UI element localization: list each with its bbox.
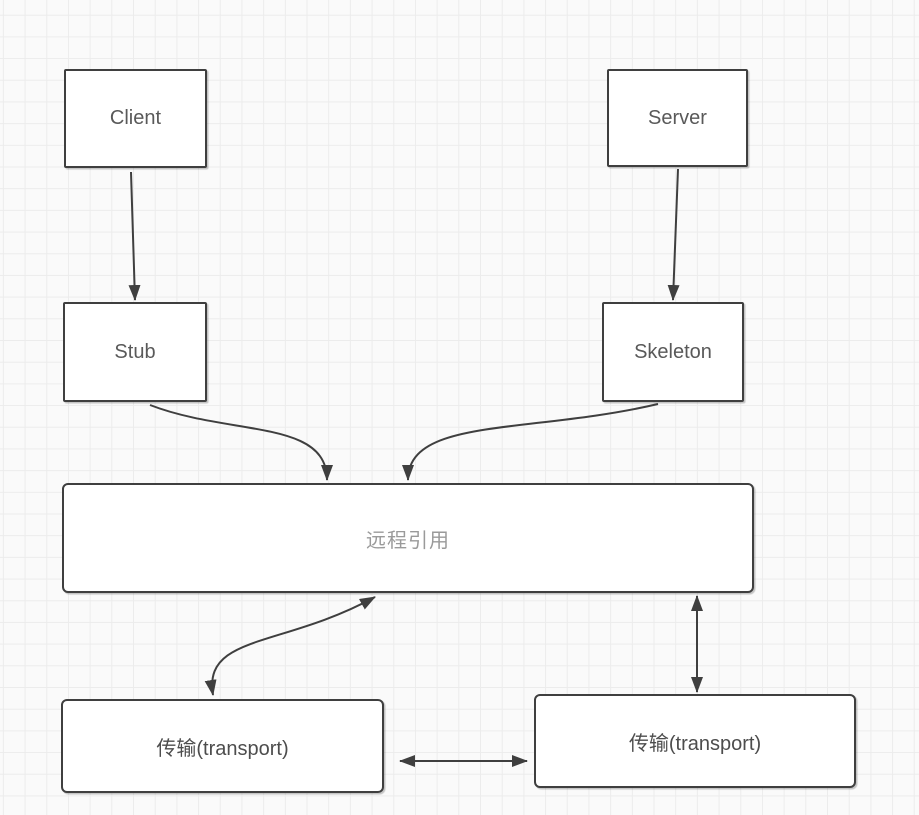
node-stub-label: Stub [114, 340, 156, 363]
edge-stub-remote-reference[interactable] [149, 404, 333, 481]
node-transport-left[interactable]: 传输(transport) [61, 699, 384, 793]
edge-server-skeleton[interactable] [667, 168, 680, 301]
node-server-label: Server [648, 106, 707, 129]
node-transport-right[interactable]: 传输(transport) [534, 694, 856, 788]
node-transport-left-label: 传输(transport) [156, 737, 289, 760]
node-skeleton[interactable]: Skeleton [602, 302, 744, 402]
node-remote-reference[interactable]: 远程引用 [62, 483, 754, 593]
edge-skeleton-remote-reference[interactable] [402, 403, 659, 481]
node-transport-right-label: 传输(transport) [628, 732, 762, 755]
edge-remote-reference-transport-left[interactable] [204, 596, 376, 696]
node-skeleton-label: Skeleton [634, 340, 712, 363]
node-stub[interactable]: Stub [63, 302, 207, 402]
node-server[interactable]: Server [607, 69, 748, 167]
node-client[interactable]: Client [64, 69, 207, 168]
node-remote-reference-label: 远程引用 [366, 529, 450, 552]
node-client-label: Client [109, 107, 162, 129]
edge-client-stub[interactable] [128, 171, 141, 301]
